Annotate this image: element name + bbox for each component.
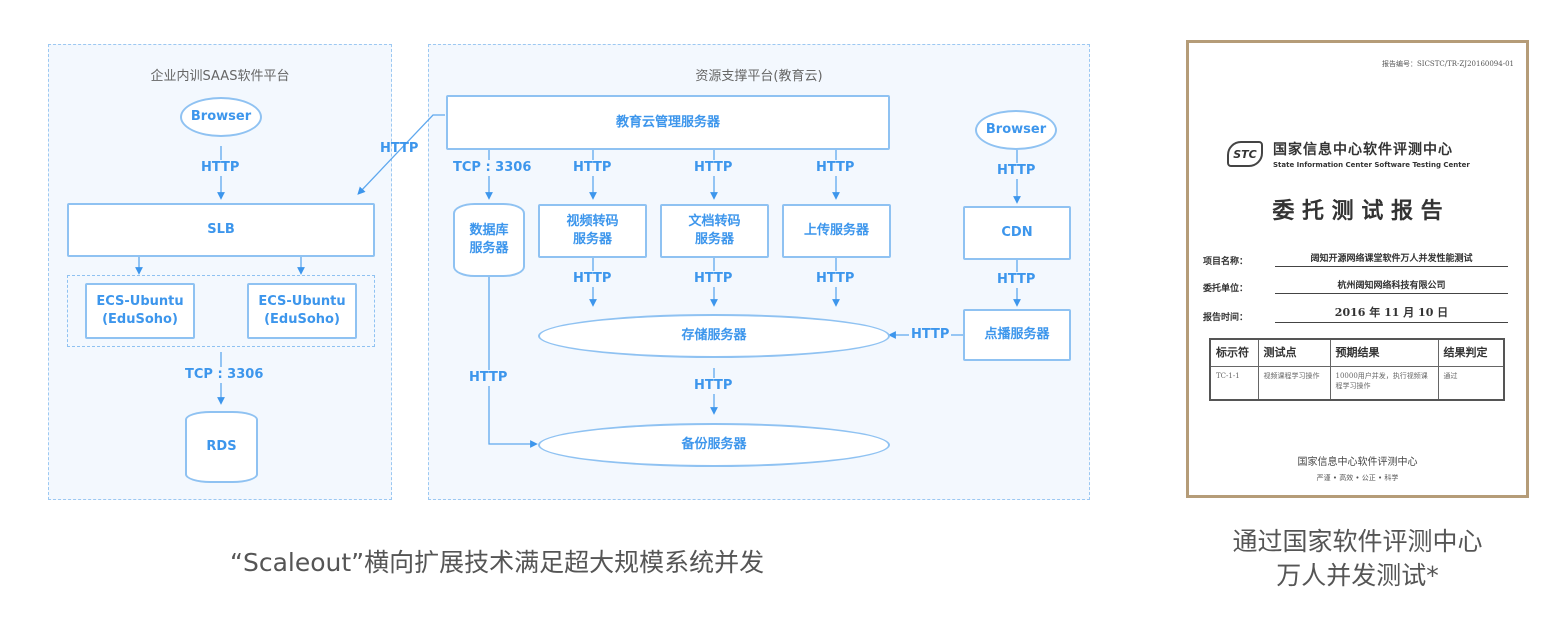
http-label-db-backup: HTTP bbox=[467, 370, 510, 386]
http-label-mgmt-doc: HTTP bbox=[692, 160, 735, 176]
storage-server: 存储服务器 bbox=[538, 314, 890, 358]
report-title: 委 托 测 试 报 告 bbox=[1272, 198, 1443, 224]
field-project-name: 项目名称： 阔知开源网络课堂软件万人并发性能测试 bbox=[1203, 251, 1508, 267]
rds-node: RDS bbox=[185, 411, 258, 483]
test-results-table: 标示符 测试点 预期结果 结果判定 TC-1-1 视频课程学习操作 10000用… bbox=[1209, 338, 1505, 401]
http-label-browser-cdn: HTTP bbox=[995, 163, 1038, 179]
table-header: 测试点 bbox=[1257, 338, 1331, 367]
table-cell: TC-1-1 bbox=[1209, 365, 1259, 401]
browser-node-right: Browser bbox=[975, 110, 1057, 150]
browser-node-left: Browser bbox=[180, 97, 262, 137]
video-transcode-server: 视频转码 服务器 bbox=[538, 204, 647, 258]
http-label-video-storage: HTTP bbox=[571, 271, 614, 287]
database-server: 数据库 服务器 bbox=[453, 203, 525, 277]
stc-logo-icon: STC bbox=[1227, 141, 1263, 167]
field-client: 委托单位： 杭州阔知网络科技有限公司 bbox=[1203, 278, 1508, 294]
table-cell: 视频课程学习操作 bbox=[1257, 365, 1331, 401]
edu-cloud-mgmt-server: 教育云管理服务器 bbox=[446, 95, 890, 150]
org-name-en: State Information Center Software Testin… bbox=[1273, 161, 1470, 169]
certificate-caption-line1: 通过国家软件评测中心 bbox=[1232, 527, 1483, 556]
http-label-vod-storage: HTTP bbox=[909, 327, 952, 343]
http-label-mgmt-upload: HTTP bbox=[814, 160, 857, 176]
table-cell: 通过 bbox=[1437, 365, 1505, 401]
tcp-label-ecs-rds: TCP : 3306 bbox=[183, 367, 266, 383]
footer-motto: 严谨 • 高效 • 公正 • 科学 bbox=[1316, 474, 1399, 482]
table-header: 预期结果 bbox=[1329, 338, 1439, 367]
backup-server: 备份服务器 bbox=[538, 423, 890, 467]
field-value: 阔知开源网络课堂软件万人并发性能测试 bbox=[1275, 251, 1508, 267]
ecs-ubuntu-node-2: ECS-Ubuntu (EduSoho) bbox=[247, 283, 357, 339]
line-mgmt-slb bbox=[357, 114, 445, 195]
table-cell: 10000用户并发，执行视频课程学习操作 bbox=[1329, 365, 1439, 401]
vod-server: 点播服务器 bbox=[963, 309, 1071, 361]
cdn-node: CDN bbox=[963, 206, 1071, 260]
field-label: 项目名称： bbox=[1203, 257, 1249, 267]
field-value: 2016 年 11 月 10 日 bbox=[1275, 304, 1508, 323]
http-label-cdn-vod: HTTP bbox=[995, 272, 1038, 288]
http-label-doc-storage: HTTP bbox=[692, 271, 735, 287]
org-name-cn: 国家信息中心软件评测中心 bbox=[1273, 142, 1453, 158]
table-header: 标示符 bbox=[1209, 338, 1259, 367]
ecs-ubuntu-node-1: ECS-Ubuntu (EduSoho) bbox=[85, 283, 195, 339]
http-label-upload-storage: HTTP bbox=[814, 271, 857, 287]
footer-org: 国家信息中心软件评测中心 bbox=[1297, 457, 1418, 468]
tcp-label-mgmt-db: TCP : 3306 bbox=[451, 160, 534, 176]
saas-platform-title: 企业内训SAAS软件平台 bbox=[150, 69, 290, 84]
table-header: 结果判定 bbox=[1437, 338, 1505, 367]
http-label-browser-slb: HTTP bbox=[199, 160, 242, 176]
field-value: 杭州阔知网络科技有限公司 bbox=[1275, 278, 1508, 294]
slb-node: SLB bbox=[67, 203, 375, 257]
certificate-caption-line2: 万人并发测试* bbox=[1276, 561, 1439, 590]
table-row: TC-1-1 视频课程学习操作 10000用户并发，执行视频课程学习操作 通过 bbox=[1209, 365, 1505, 401]
upload-server: 上传服务器 bbox=[782, 204, 891, 258]
doc-transcode-server: 文档转码 服务器 bbox=[660, 204, 769, 258]
table-header-row: 标示符 测试点 预期结果 结果判定 bbox=[1209, 338, 1505, 367]
field-label: 委托单位： bbox=[1203, 284, 1249, 294]
test-report-certificate: 报告编号：SICSTC/TR-ZJ20160094-01 STC 国家信息中心软… bbox=[1186, 40, 1529, 498]
field-label: 报告时间： bbox=[1203, 313, 1249, 323]
line-db-backup bbox=[488, 277, 538, 448]
resource-platform-title: 资源支撑平台(教育云) bbox=[695, 69, 823, 84]
http-label-storage-backup: HTTP bbox=[692, 378, 735, 394]
ecs-cluster-group bbox=[67, 275, 375, 347]
http-label-mgmt-video: HTTP bbox=[571, 160, 614, 176]
http-label-mgmt-slb: HTTP bbox=[380, 141, 419, 156]
report-number: 报告编号：SICSTC/TR-ZJ20160094-01 bbox=[1382, 60, 1514, 68]
field-report-date: 报告时间： 2016 年 11 月 10 日 bbox=[1203, 304, 1508, 323]
scaleout-caption: “Scaleout”横向扩展技术满足超大规模系统并发 bbox=[230, 548, 765, 577]
